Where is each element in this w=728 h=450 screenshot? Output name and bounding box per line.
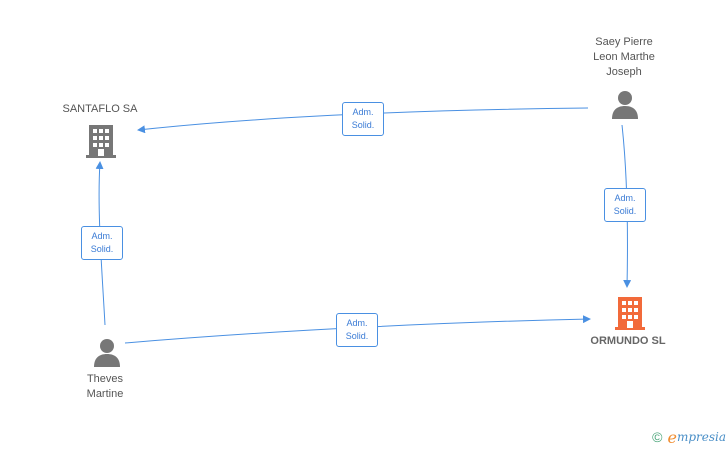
empresia-watermark: © e mpresia	[652, 427, 726, 447]
highlighted-building-icon[interactable]	[615, 296, 645, 330]
relation-role: Adm.	[91, 231, 113, 241]
relation-label-theves-ormundo[interactable]: Adm. Solid.	[336, 313, 378, 347]
building-icon[interactable]	[86, 124, 116, 158]
relation-type: Solid.	[351, 120, 375, 130]
relation-role: Adm.	[614, 193, 636, 203]
node-label-santaflo[interactable]: SANTAFLO SA	[62, 103, 138, 115]
relation-label-saey-ormundo[interactable]: Adm. Solid.	[604, 188, 646, 222]
node-label-line: Leon Marthe	[593, 51, 655, 63]
brand-name: mpresia	[676, 430, 726, 444]
relation-label-saey-santaflo[interactable]: Adm. Solid.	[342, 102, 384, 136]
relation-type: Solid.	[345, 331, 369, 341]
node-label-ormundo[interactable]: ORMUNDO SL	[590, 335, 666, 347]
copyright-icon: ©	[652, 429, 663, 445]
relation-role: Adm.	[346, 318, 368, 328]
node-label-line: Joseph	[606, 66, 642, 78]
node-label-line: Martine	[86, 388, 124, 400]
relation-role: Adm.	[352, 107, 374, 117]
node-label-line: Theves	[86, 373, 124, 385]
relation-type: Solid.	[90, 244, 114, 254]
node-label-line: Saey Pierre	[595, 36, 653, 48]
node-label-saey[interactable]: Saey Pierre Leon Marthe Joseph	[572, 35, 676, 80]
edge-saey-santaflo	[137, 107, 589, 134]
brand-initial: e	[667, 427, 677, 447]
relation-type: Solid.	[613, 206, 637, 216]
person-icon[interactable]	[611, 90, 639, 119]
relation-label-theves-santaflo[interactable]: Adm. Solid.	[81, 226, 123, 260]
person-icon[interactable]	[93, 338, 121, 367]
node-label-theves[interactable]: Theves Martine	[60, 372, 150, 402]
